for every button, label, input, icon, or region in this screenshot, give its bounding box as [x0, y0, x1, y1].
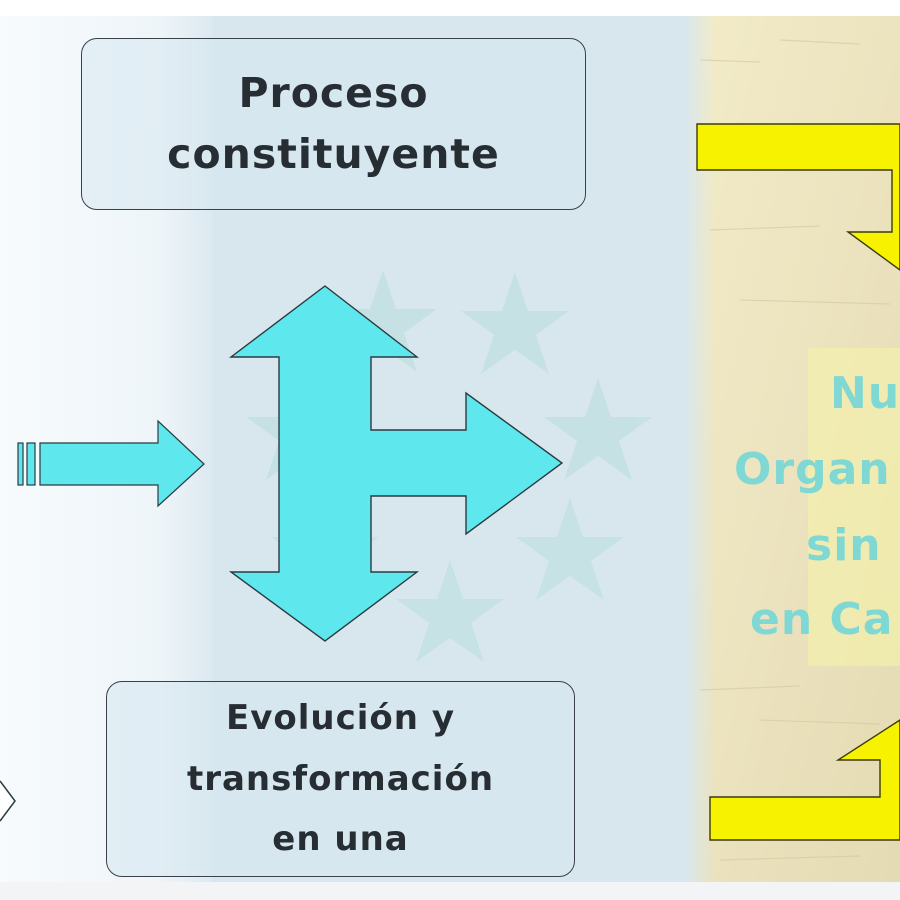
three-way-arrow-icon — [228, 285, 564, 642]
incoming-arrow-icon — [17, 419, 205, 508]
top-box-line-2: constituyente — [167, 130, 500, 178]
bottom-border-strip — [0, 882, 900, 900]
right-text-line-3: sin — [806, 520, 882, 571]
evolution-box: Evolución y transformación en una — [106, 681, 575, 877]
process-constituent-box: Proceso constituyente — [81, 38, 586, 210]
top-box-line-1: Proceso — [238, 68, 429, 117]
bottom-box-line-2: transformación — [186, 758, 495, 799]
right-text-line-2: Organ — [734, 444, 891, 495]
right-text-panel — [808, 348, 900, 666]
bottom-box-line-3: en una — [272, 819, 409, 860]
top-border-strip — [0, 0, 900, 16]
right-text-line-4: en Ca — [750, 594, 894, 645]
partial-arrow-icon — [0, 780, 16, 822]
yellow-bottom-bracket — [709, 719, 900, 841]
yellow-top-bracket — [696, 123, 900, 271]
parchment-texture — [699, 39, 891, 861]
right-text-line-1: Nu — [830, 368, 900, 419]
bottom-box-line-1: Evolución y — [226, 698, 455, 739]
